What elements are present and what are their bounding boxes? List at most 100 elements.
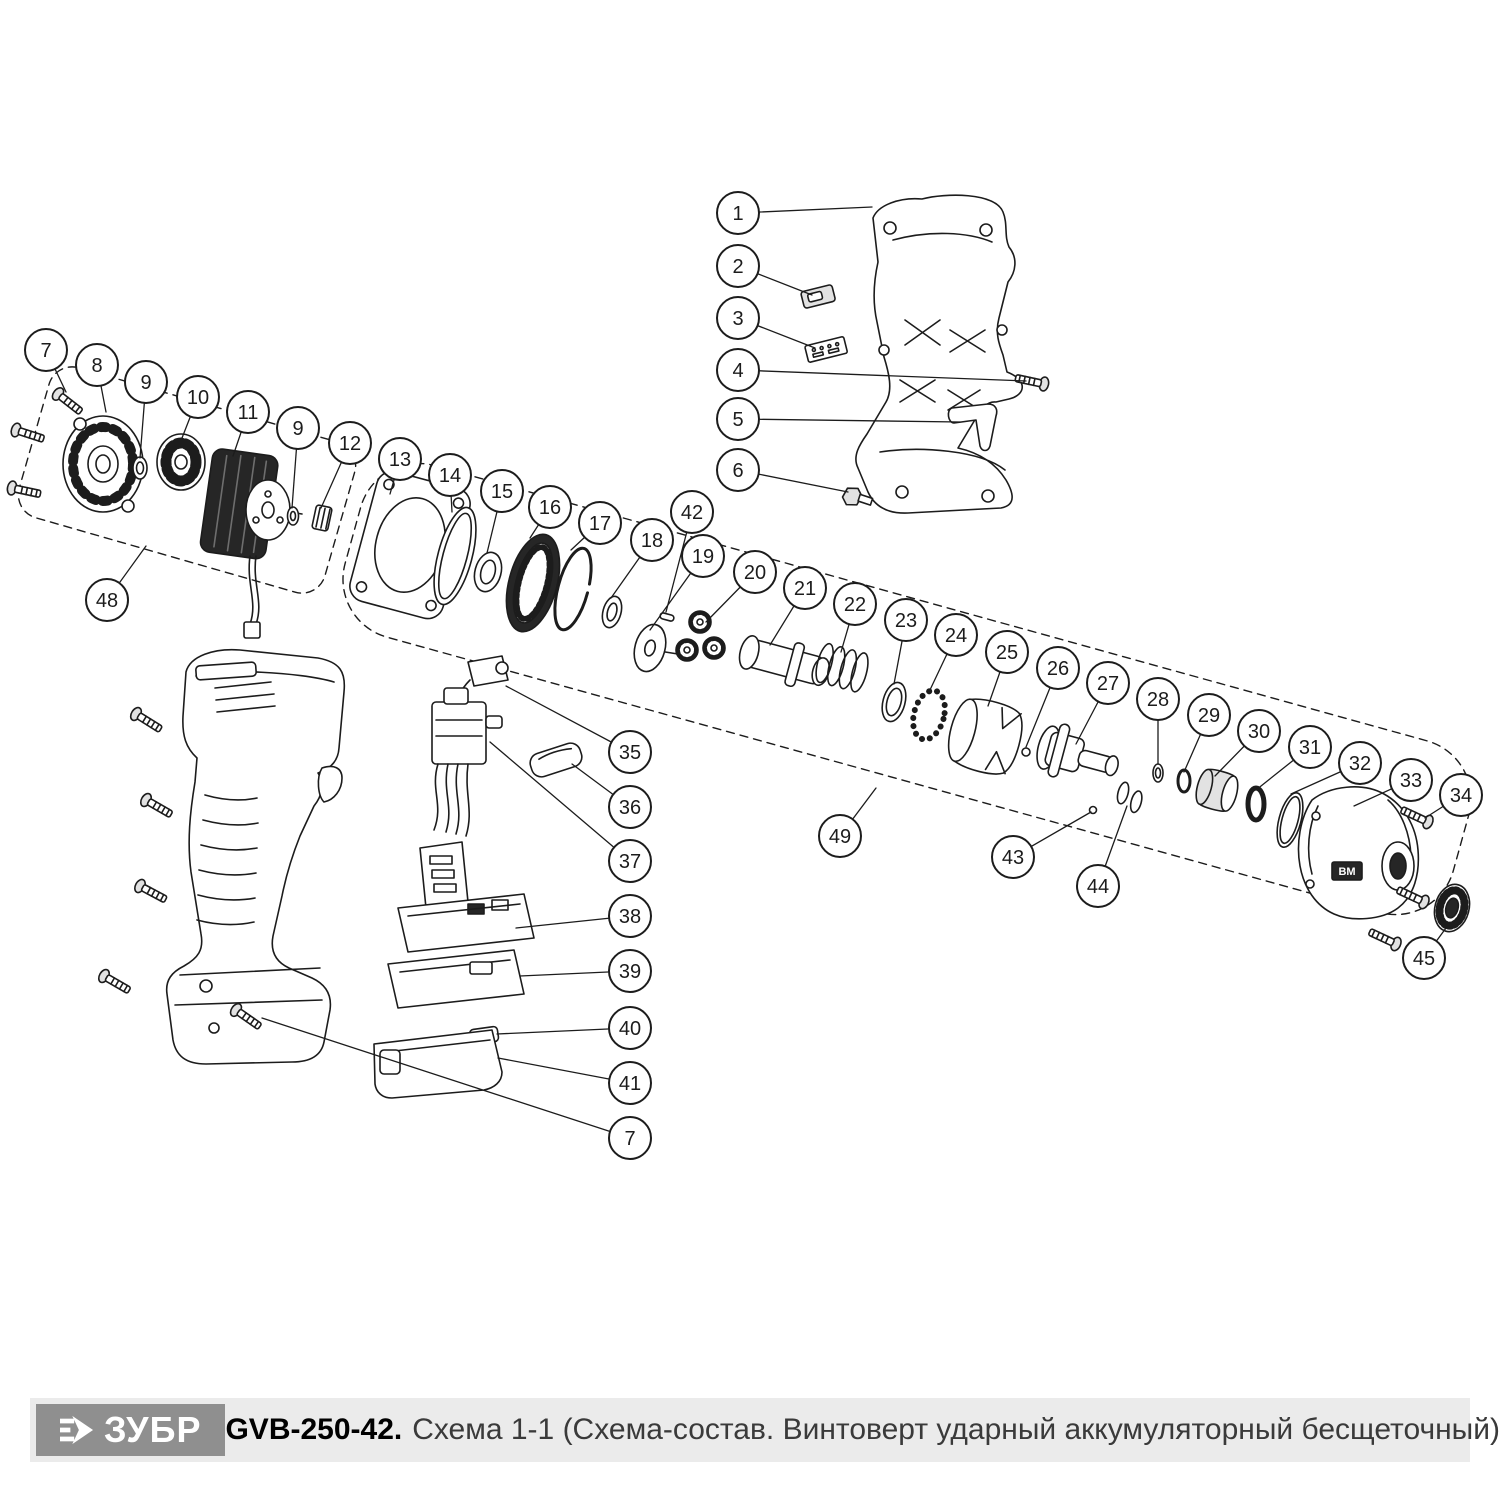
part-planet-gears	[675, 610, 726, 662]
part-anvil	[1036, 723, 1119, 778]
callout-12: 12	[328, 421, 372, 465]
callout-44: 44	[1076, 864, 1120, 908]
callout-16: 16	[528, 485, 572, 529]
callout-1: 1	[716, 191, 760, 235]
footer-bar: ЗУБР GVB-250-42.Схема 1-1 (Схема-состав.…	[30, 1398, 1500, 1462]
svg-text:38: 38	[619, 906, 641, 928]
svg-text:6: 6	[732, 460, 743, 482]
callout-23: 23	[884, 598, 928, 642]
callout-3: 3	[716, 296, 760, 340]
callout-8: 8	[75, 343, 119, 387]
part-gear-case	[349, 470, 471, 620]
svg-text:37: 37	[619, 851, 641, 873]
callout-41: 41	[608, 1061, 652, 1105]
svg-text:9: 9	[292, 418, 303, 440]
leader-1	[737, 206, 873, 214]
callout-11: 11	[226, 390, 270, 434]
callout-38: 38	[608, 894, 652, 938]
svg-text:26: 26	[1047, 658, 1069, 680]
callout-13: 13	[378, 437, 422, 481]
callout-22: 22	[833, 582, 877, 626]
callout-9: 9	[276, 406, 320, 450]
callout-25: 25	[985, 630, 1029, 674]
svg-text:44: 44	[1087, 876, 1109, 898]
svg-text:48: 48	[96, 590, 118, 612]
svg-text:10: 10	[187, 387, 209, 409]
svg-text:15: 15	[491, 481, 513, 503]
part-label-plate	[804, 336, 848, 363]
part-spring	[815, 642, 869, 693]
part-spindle	[738, 635, 831, 688]
svg-text:11: 11	[238, 402, 259, 424]
part-washer-28	[1152, 763, 1164, 783]
svg-text:25: 25	[996, 642, 1018, 664]
callout-42: 42	[670, 490, 714, 534]
svg-text:9: 9	[140, 372, 151, 394]
callout-bubbles: 1234567891011912131415161718421920212223…	[24, 191, 1483, 1160]
part-ring-32	[1276, 792, 1304, 848]
svg-text:29: 29	[1198, 705, 1220, 727]
svg-text:17: 17	[589, 513, 611, 535]
part-collar-nut	[1433, 883, 1471, 933]
part-hammer	[947, 698, 1023, 775]
svg-text:32: 32	[1349, 753, 1371, 775]
part-bushing-30	[1195, 768, 1239, 812]
svg-text:24: 24	[945, 625, 967, 647]
svg-text:13: 13	[389, 449, 411, 471]
leader-5	[737, 418, 961, 423]
svg-text:5: 5	[732, 409, 743, 431]
leader-4	[737, 369, 1027, 382]
part-rotor-endplate	[245, 479, 303, 541]
part-motor-wires	[243, 555, 261, 639]
svg-text:30: 30	[1248, 721, 1270, 743]
svg-text:41: 41	[619, 1073, 641, 1095]
part-fan	[156, 433, 206, 491]
part-gasket-ring	[433, 506, 477, 606]
leader-37	[489, 741, 631, 862]
callout-29: 29	[1187, 693, 1231, 737]
callout-9: 9	[124, 360, 168, 404]
callout-32: 32	[1338, 741, 1382, 785]
callout-43: 43	[991, 835, 1035, 879]
part-circlip	[553, 546, 593, 632]
part-bearing	[473, 551, 503, 593]
svg-text:36: 36	[619, 797, 641, 819]
part-washer-18	[601, 595, 623, 629]
callout-14: 14	[428, 453, 472, 497]
callout-2: 2	[716, 244, 760, 288]
callout-27: 27	[1086, 661, 1130, 705]
part-ring-gear	[505, 533, 561, 633]
svg-text:33: 33	[1400, 770, 1422, 792]
part-washer-rear	[132, 456, 148, 480]
callout-28: 28	[1136, 677, 1180, 721]
svg-text:45: 45	[1413, 948, 1435, 970]
zubr-logo-text: ЗУБР	[104, 1409, 202, 1450]
svg-text:22: 22	[844, 594, 866, 616]
callout-21: 21	[783, 566, 827, 610]
zubr-logo-mark	[60, 1415, 94, 1445]
part-base-tray	[373, 1029, 503, 1099]
part-oring-31	[1245, 785, 1267, 823]
callout-49: 49	[818, 814, 862, 858]
svg-text:43: 43	[1002, 847, 1024, 869]
part-pinion	[311, 504, 333, 532]
svg-text:18: 18	[641, 530, 663, 552]
part-lock-button	[800, 284, 836, 309]
callout-40: 40	[608, 1006, 652, 1050]
callout-39: 39	[608, 949, 652, 993]
footer-title: Схема 1-1 (Схема-состав. Винтоверт ударн…	[412, 1413, 1500, 1446]
svg-text:21: 21	[794, 578, 816, 600]
callout-34: 34	[1439, 773, 1483, 817]
callout-10: 10	[176, 375, 220, 419]
callout-24: 24	[934, 613, 978, 657]
svg-text:7: 7	[624, 1128, 635, 1150]
svg-text:16: 16	[539, 497, 561, 519]
svg-text:23: 23	[895, 610, 917, 632]
svg-text:2: 2	[732, 256, 743, 278]
svg-text:12: 12	[339, 433, 361, 455]
leader-40	[496, 1027, 631, 1035]
leader-41	[497, 1057, 631, 1084]
part-terminal-holder	[397, 841, 535, 953]
callout-35: 35	[608, 730, 652, 774]
callout-33: 33	[1389, 758, 1433, 802]
